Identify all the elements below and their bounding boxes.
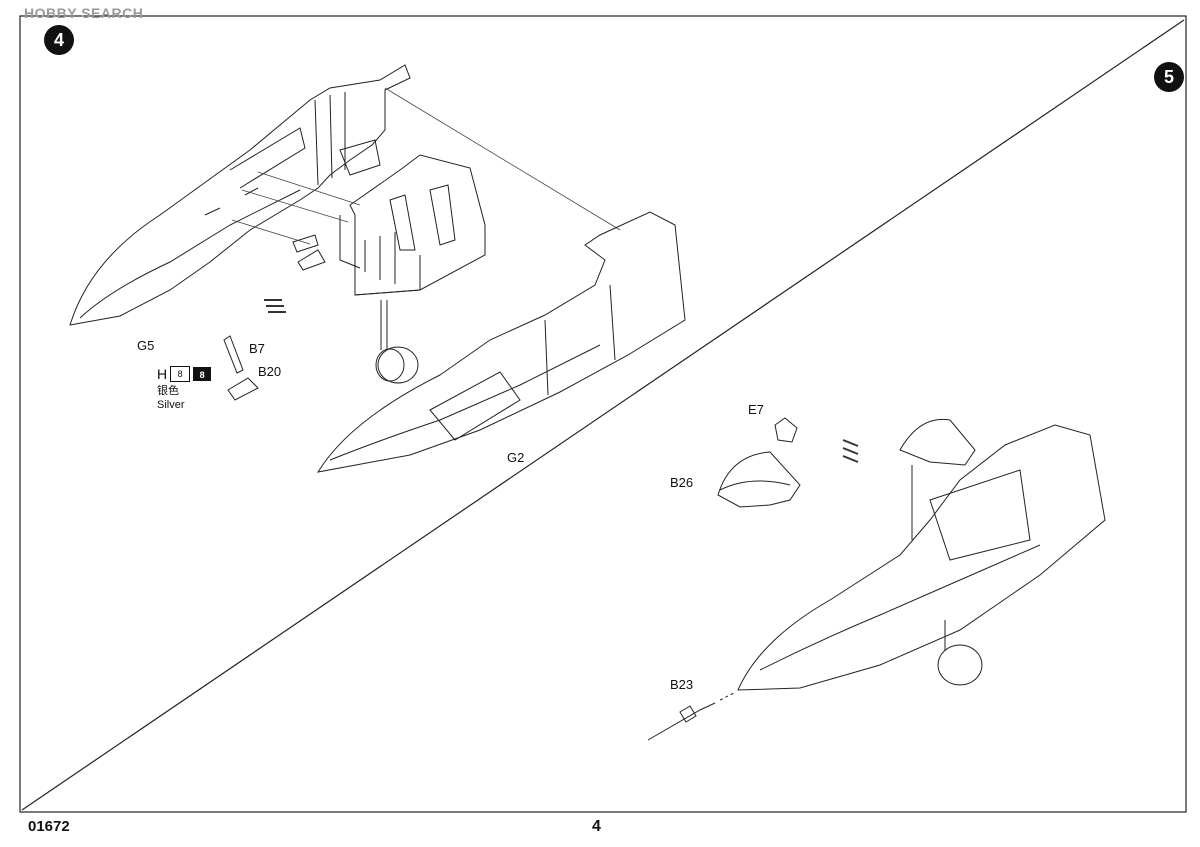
canopy-b26-drawing	[717, 451, 801, 508]
paint-swatch-outline: 8	[170, 366, 191, 382]
page-frame	[19, 15, 1187, 813]
assembly-guide-lines-step4	[231, 87, 621, 245]
step-divider	[21, 19, 1185, 811]
page-number: 4	[592, 818, 601, 835]
nose-gear-drawing	[375, 300, 419, 384]
part-label-b7: B7	[249, 341, 265, 356]
fuselage-g2-drawing	[316, 211, 686, 473]
direction-arrow-step5	[842, 439, 859, 463]
part-label-g5: G5	[137, 338, 155, 353]
part-label-b26: B26	[670, 475, 694, 490]
part-label-b23: B23	[670, 677, 694, 692]
small-parts-b7-b20-drawing	[223, 234, 326, 401]
paint-names: 银色 Silver	[157, 384, 185, 412]
paint-name-cn: 银色	[157, 385, 179, 397]
direction-arrow-step4	[264, 299, 286, 313]
fuselage-half-g5-drawing	[69, 64, 411, 326]
assembled-fuselage-drawing	[737, 418, 1106, 691]
part-label-g2: G2	[507, 450, 525, 465]
pitot-b23-drawing	[647, 691, 737, 741]
paint-code-letter: H	[157, 366, 168, 382]
paint-code: H 8 8	[157, 366, 212, 382]
step-number-5: 5	[1154, 62, 1184, 92]
kit-number: 01672	[28, 818, 70, 835]
paint-name-en: Silver	[157, 399, 185, 411]
part-e7-drawing	[774, 417, 798, 443]
part-label-e7: E7	[748, 402, 764, 417]
paint-swatch-filled: 8	[193, 367, 212, 381]
watermark-text: HOBBY SEARCH	[24, 5, 144, 21]
cockpit-tub-drawing	[339, 154, 486, 296]
part-label-b20: B20	[258, 364, 282, 379]
step-number-4: 4	[44, 25, 74, 55]
